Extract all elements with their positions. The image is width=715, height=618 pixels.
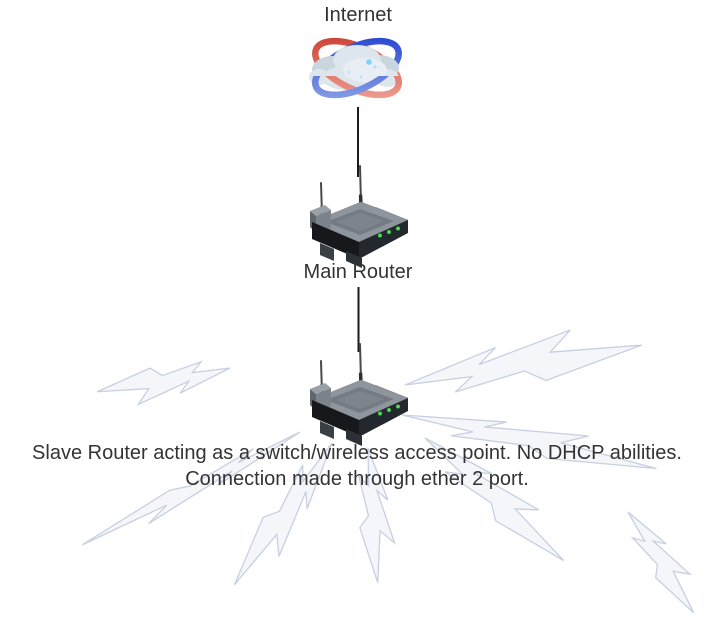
lightning-bolt-icon-down [350, 445, 400, 585]
cloud-sparkle [359, 75, 363, 79]
main-router-icon [308, 164, 410, 270]
lightning-bolt-icon-corner-right [614, 502, 710, 618]
lightning-bolt-icon-left [93, 350, 235, 414]
internet-globe-icon [309, 37, 402, 99]
internet-label: Internet [324, 4, 392, 26]
globe-cloud [309, 45, 399, 91]
slave-router-icon [308, 342, 410, 448]
cloud-sparkle [347, 70, 351, 74]
cloud-sparkle [373, 65, 377, 69]
slave-router-caption-line-2: Connection made through ether 2 port. [185, 468, 529, 490]
slave-router-caption-line-1: Slave Router acting as a switch/wireless… [32, 442, 682, 464]
globe-ring-front-arcs [312, 76, 402, 99]
main-router-label: Main Router [304, 261, 413, 283]
cloud-sparkle [366, 59, 372, 65]
lightning-bolt-icon-upper-right [399, 315, 647, 409]
